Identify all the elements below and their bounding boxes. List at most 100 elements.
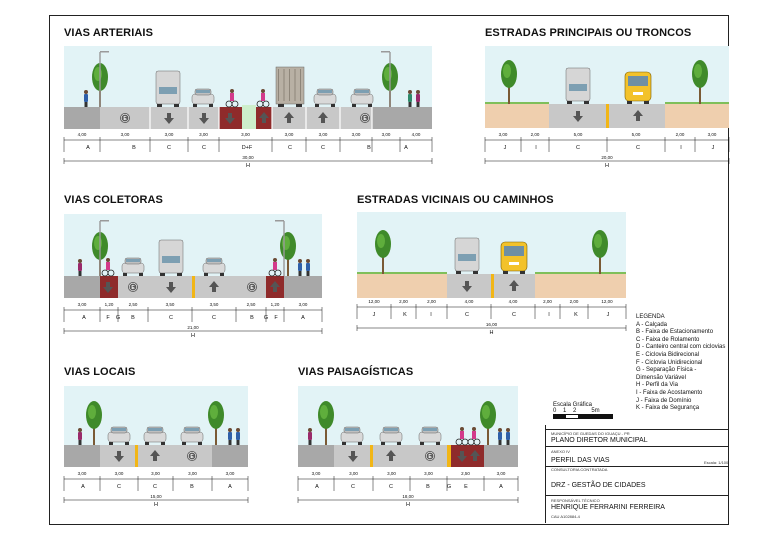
car-wheel (209, 104, 213, 107)
lane-letter-label: F (274, 315, 278, 321)
bike-wheel (107, 269, 115, 277)
lane-letter-label: C (389, 484, 393, 490)
scale-ticks: 0 1 2 5m (553, 408, 600, 414)
sidewalk-right (212, 445, 248, 467)
lane-width-label: 12,00 (601, 299, 613, 304)
person-legs (416, 102, 420, 107)
car-window (185, 428, 199, 431)
shoulder-left (485, 104, 549, 128)
lane-letter-label: A (86, 145, 90, 151)
lane-letter-label: A (404, 145, 408, 151)
lane-width-label: 3,00 (165, 132, 174, 137)
person-icon (84, 94, 88, 102)
lane-width-label: 3,00 (241, 132, 250, 137)
cyclist-head (273, 258, 277, 262)
truck-window (162, 256, 180, 263)
lane-letter-label: B (131, 315, 135, 321)
bus-window (628, 76, 648, 86)
lane-width-label: 3,00 (497, 471, 506, 476)
arrow-up-icon (470, 450, 480, 461)
person-head (298, 259, 302, 263)
tree-highlight (210, 405, 218, 419)
lane-letter-label: J (373, 312, 376, 318)
person-icon (78, 432, 82, 440)
lane-width-label: 4,00 (465, 299, 474, 304)
car-icon (379, 431, 403, 443)
title-estradas-vicinais: ESTRADAS VICINAIS OU CAMINHOS (357, 194, 554, 206)
arrow-up-icon (318, 112, 328, 123)
lamp-post (283, 221, 285, 276)
sidewalk-left (298, 445, 334, 467)
car-wheel (342, 442, 346, 445)
truck-wheel (567, 101, 572, 104)
car-wheel (436, 442, 440, 445)
person-icon (78, 263, 82, 271)
sidewalk-right (372, 107, 432, 129)
lamp-post (389, 52, 391, 107)
physical-separator (447, 445, 451, 467)
tree-highlight (282, 236, 290, 250)
cyclist-icon (273, 262, 277, 270)
arrow-down-icon (573, 111, 583, 122)
car-icon (107, 431, 131, 443)
person-icon (298, 263, 302, 271)
lane-letter-label: C (636, 145, 640, 151)
parking-ring (360, 113, 370, 123)
legend-item: F - Ciclovia Unidirecional (636, 359, 703, 366)
arrow-down-icon (457, 451, 467, 462)
car-icon (350, 93, 374, 105)
sidewalk-left (64, 445, 100, 467)
person-icon (506, 432, 510, 440)
lane-width-label: 3,50 (210, 302, 219, 307)
shoulder-right (665, 104, 729, 128)
sidewalk-right (284, 276, 322, 298)
bus-wheel (503, 271, 508, 274)
truck-wheel (584, 101, 589, 104)
parking-letter: E (363, 116, 367, 122)
person-icon (408, 94, 412, 102)
title-estradas-principais: ESTRADAS PRINCIPAIS OU TRONCOS (485, 27, 692, 39)
lane-letter-label: C (169, 315, 173, 321)
total-width-label: 20,00 (601, 155, 613, 160)
lane-width-label: 3,00 (226, 471, 235, 476)
car-wheel (109, 442, 113, 445)
sidewalk-left (64, 107, 100, 129)
lane-width-label: 3,00 (285, 132, 294, 137)
truck-rear-rib (278, 69, 279, 101)
lane-letter-label: A (315, 484, 319, 490)
arrow-down-icon (114, 451, 124, 462)
person-head (306, 259, 310, 263)
lane-width-label: 3,00 (387, 471, 396, 476)
car-icon (418, 431, 442, 443)
tb-escala: Escala: 1/100 (704, 460, 729, 465)
lane-width-label: 3,00 (121, 132, 130, 137)
person-icon (416, 94, 420, 102)
lane-width-label: 2,50 (461, 471, 470, 476)
car-window (148, 428, 162, 431)
arrow-down-icon (166, 282, 176, 293)
lane-letter-label: E (464, 484, 468, 490)
lane-width-label: 3,00 (349, 471, 358, 476)
lane-letter-label: G (116, 315, 120, 321)
lane-width-label: 2,00 (531, 132, 540, 137)
legend-item: D - Canteiro central com ciclovias (636, 344, 726, 351)
truck-rear-rib (289, 69, 290, 101)
truck-rear-rib (300, 69, 301, 101)
grass-left (357, 272, 447, 274)
lane-letter-label: J (712, 145, 715, 151)
lane-letter-label: B (250, 315, 254, 321)
scale-bar (553, 414, 613, 419)
legend: LEGENDA A - Calçada B - Faixa de Estacio… (636, 314, 725, 413)
car-wheel (182, 442, 186, 445)
lane-width-label: 3,00 (299, 302, 308, 307)
lane-letter-label: C (202, 145, 206, 151)
parking-letter: E (190, 454, 194, 460)
lane-width-label: 3,00 (319, 132, 328, 137)
tree-highlight (88, 405, 96, 419)
lane-letter-label: A (499, 484, 503, 490)
lamp-arm (275, 220, 284, 222)
lane-letter-label: A (301, 315, 305, 321)
car-wheel (420, 442, 424, 445)
car-window (112, 428, 126, 431)
